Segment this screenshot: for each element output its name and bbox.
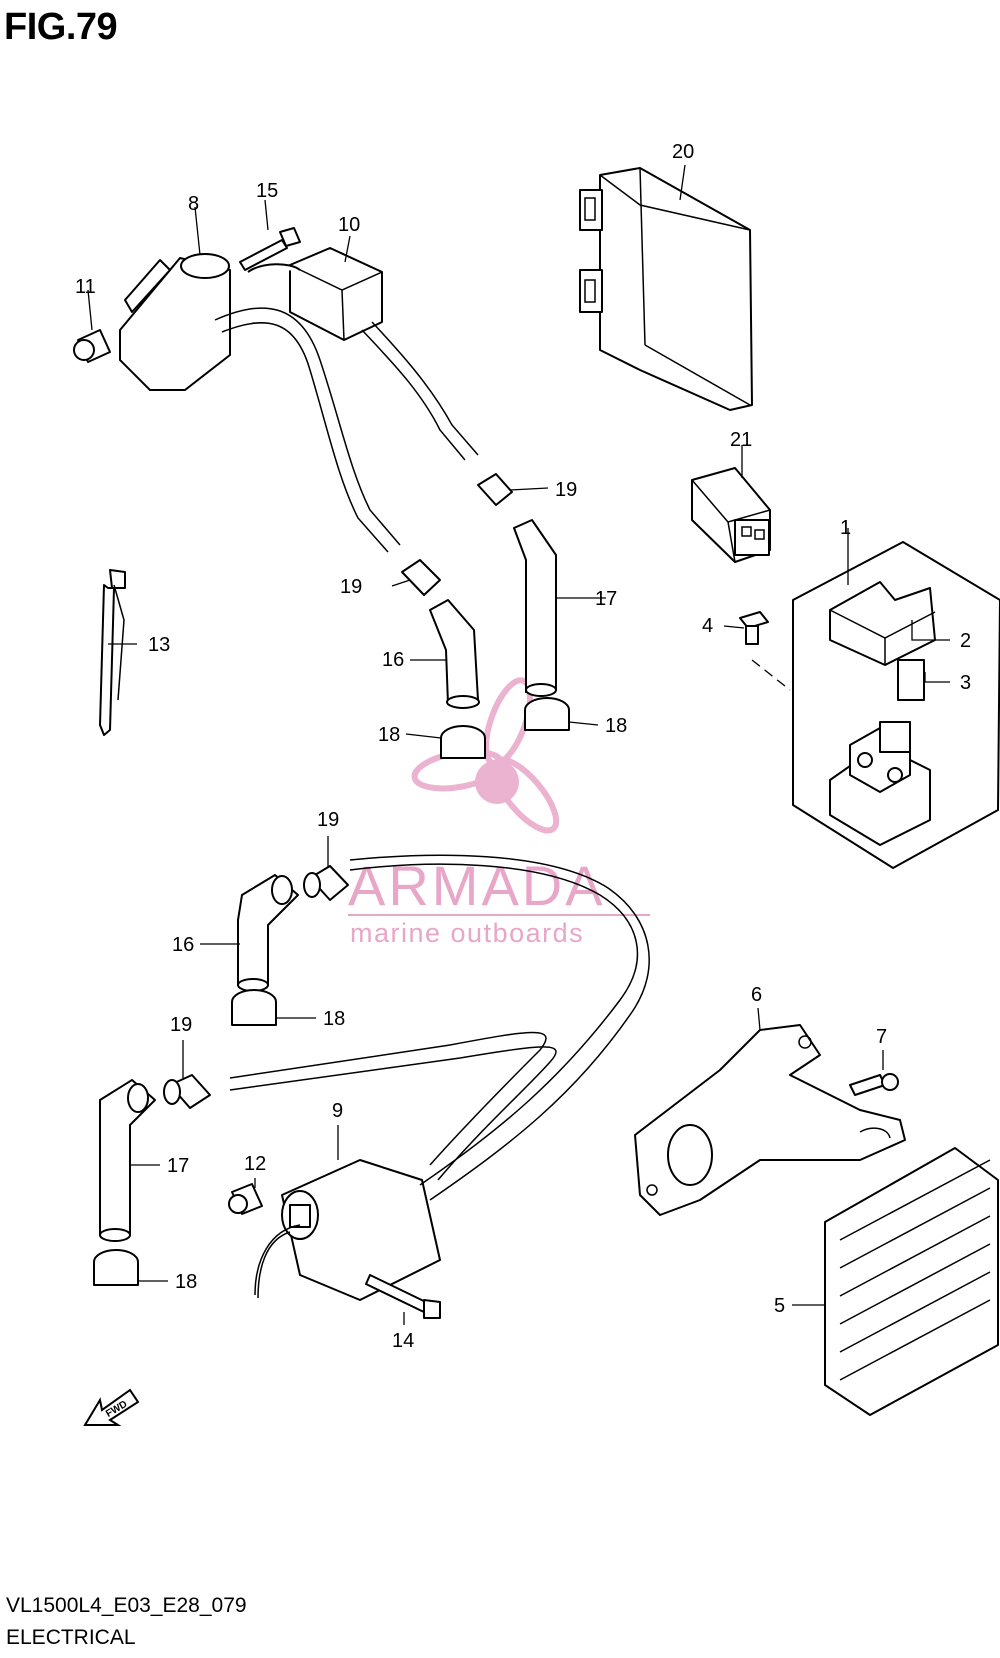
part-17-plug-cap-upper: [513, 519, 557, 697]
callout-17-lower: 17: [167, 1155, 189, 1177]
part-17-plug-cap-lower: [99, 1079, 156, 1242]
callout-7: 7: [876, 1026, 887, 1048]
part-14-bolt: [365, 1274, 441, 1319]
callout-4: 4: [702, 615, 713, 637]
part-18-seal-upper-left: [440, 725, 486, 759]
callout-20: 20: [672, 141, 694, 163]
section-title: ELECTRICAL: [6, 1626, 136, 1649]
callout-2: 2: [960, 630, 971, 652]
watermark-brand: ARMADA: [348, 854, 606, 917]
fwd-arrow-icon: [83, 1388, 140, 1426]
part-13-cable-tie: [99, 569, 126, 736]
callout-9: 9: [332, 1100, 343, 1122]
part-21-relay: [691, 467, 771, 563]
part-18-seal-upper-right: [524, 697, 570, 731]
part-15-bolt: [239, 227, 301, 271]
callout-19-upper-right: 19: [555, 479, 577, 501]
callout-11: 11: [75, 276, 96, 298]
callout-18-lower-b: 18: [175, 1271, 197, 1293]
part-11-collar: [73, 329, 111, 363]
callout-16-upper: 16: [382, 649, 404, 671]
callout-18-upper-right: 18: [605, 715, 627, 737]
callout-3: 3: [960, 672, 971, 694]
callout-18-upper-left: 18: [378, 724, 400, 746]
model-code: VL1500L4_E03_E28_079: [6, 1594, 247, 1617]
callout-19-lower-b: 19: [170, 1014, 192, 1036]
part-10-ignition-coil: [289, 247, 383, 341]
part-4-screw: [739, 611, 769, 645]
part-20-ecm: [579, 167, 753, 411]
callout-8: 8: [188, 193, 199, 215]
callout-19-lower-a: 19: [317, 809, 339, 831]
callout-15: 15: [256, 180, 278, 202]
callout-14: 14: [392, 1330, 414, 1352]
callout-17-upper: 17: [595, 588, 617, 610]
part-19-seal-lower-a: [303, 865, 349, 901]
callout-10: 10: [338, 214, 360, 236]
callout-16-lower: 16: [172, 934, 194, 956]
callout-1: 1: [840, 517, 851, 539]
part-16-plug-cap-upper: [429, 599, 480, 709]
part-6-bracket: [634, 1024, 906, 1216]
watermark-logo: [411, 677, 560, 834]
callout-6: 6: [751, 984, 762, 1006]
callout-19-upper-left: 19: [340, 576, 362, 598]
watermark-tagline: marine outboards: [350, 918, 584, 948]
part-19-seal-upper-right: [477, 473, 513, 506]
part-19-seal-lower-b: [163, 1074, 211, 1109]
figure-title: FIG.79: [4, 6, 118, 48]
part-18-seal-lower-a: [231, 989, 277, 1026]
part-16-plug-cap-lower: [237, 874, 299, 992]
part-9-ignition-coil: [281, 1159, 441, 1301]
part-18-seal-lower-b: [93, 1249, 139, 1286]
callout-21: 21: [730, 429, 752, 451]
part-5-regulator-rectifier: [824, 1147, 999, 1416]
part-19-seal-upper-left: [401, 559, 441, 596]
callout-13: 13: [148, 634, 170, 656]
callout-5: 5: [774, 1295, 785, 1317]
part-1-starter-relay: [792, 541, 1000, 869]
part-12-collar: [228, 1183, 263, 1215]
part-7-bolt: [849, 1073, 899, 1096]
part-8-ignition-coil: [119, 253, 231, 391]
callout-12: 12: [244, 1153, 266, 1175]
callout-18-lower-a: 18: [323, 1008, 345, 1030]
